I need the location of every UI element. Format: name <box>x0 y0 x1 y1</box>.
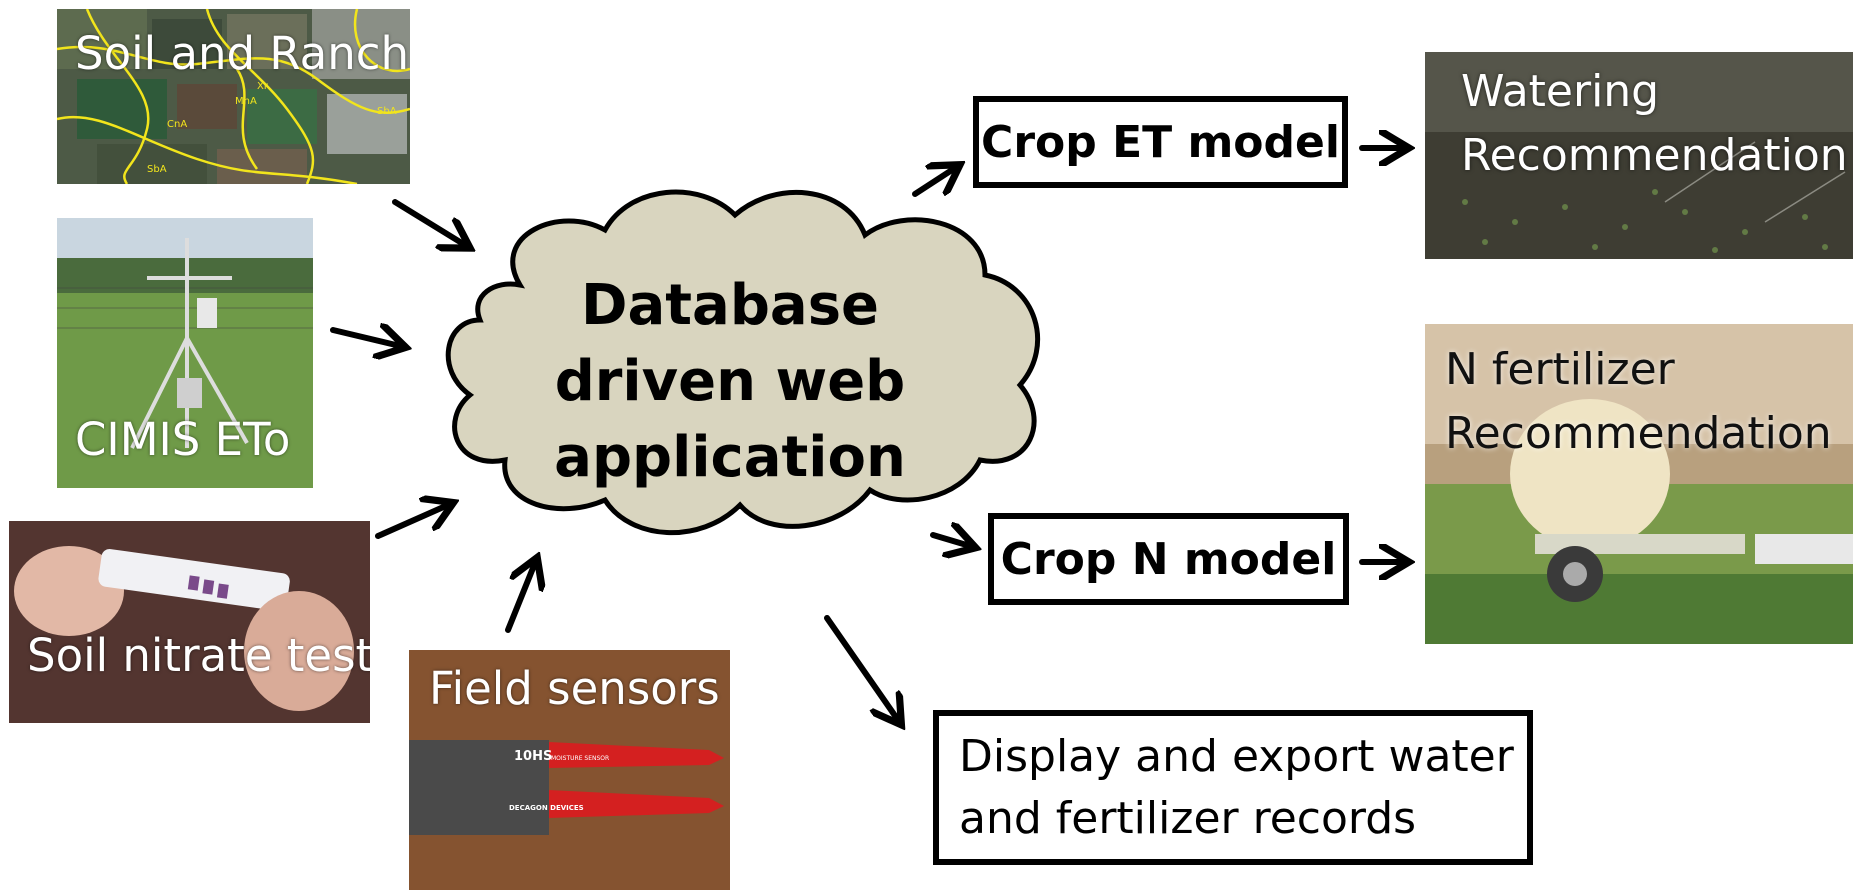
cimis-photo: CIMIS ETo <box>57 218 313 488</box>
cloud-line-2: driven web <box>554 349 906 414</box>
map-label: Xr <box>257 81 269 92</box>
soil-ranch-photo: CnA MnA SbA SbA Xr Soil and Ranch <box>57 9 410 184</box>
cloud-line-3: application <box>554 425 906 490</box>
n-fertilizer-photo: N fertilizer Recommendation <box>1425 324 1853 644</box>
arrow-nitrate-to-db <box>375 505 448 539</box>
soil-nitrate-photo: Soil nitrate test <box>9 521 370 723</box>
arrow-sensors-to-db <box>505 563 535 633</box>
watering-line-1: Watering <box>1461 66 1660 117</box>
arrow-soil-to-db <box>392 199 465 245</box>
map-label: CnA <box>167 119 187 130</box>
arrow-db-to-records <box>824 615 898 720</box>
field-sensors-photo: 10HS MOISTURE SENSOR DECAGON DEVICES Fie… <box>409 650 730 890</box>
cimis-label: CIMIS ETo <box>75 413 291 466</box>
aerial-map-image: CnA MnA SbA SbA Xr <box>57 9 410 184</box>
cloud-line-1: Database <box>580 273 880 338</box>
map-label: SbA <box>147 164 167 175</box>
n-fertilizer-line-2: Recommendation <box>1445 408 1832 459</box>
database-cloud-label: Database driven web application <box>520 268 940 496</box>
sensor-model-text: 10HS <box>514 749 552 764</box>
soil-ranch-label: Soil and Ranch <box>75 27 410 80</box>
fertilizer-tank-image <box>1425 324 1853 644</box>
n-fertilizer-line-1: N fertilizer <box>1445 344 1675 395</box>
n-fertilizer-label: N fertilizer Recommendation <box>1445 338 1832 466</box>
moisture-sensor-image: 10HS MOISTURE SENSOR DECAGON DEVICES <box>409 650 730 890</box>
crop-n-model-box: Crop N model <box>988 513 1349 605</box>
arrow-db-to-crop-et <box>912 168 955 197</box>
map-label: MnA <box>235 96 257 107</box>
arrow-db-to-crop-n <box>930 535 970 546</box>
watering-photo: Watering Recommendation <box>1425 52 1853 259</box>
map-label: SbA <box>377 106 397 117</box>
records-box: Display and export water and fertilizer … <box>933 710 1533 865</box>
crop-et-model-box: Crop ET model <box>973 96 1348 188</box>
watering-line-2: Recommendation <box>1461 130 1848 181</box>
records-line-1: Display and export water <box>959 731 1514 782</box>
nitrate-test-image <box>9 521 370 723</box>
sprinkler-field-image <box>1425 52 1853 259</box>
records-line-2: and fertilizer records <box>959 793 1417 844</box>
weather-station-image <box>57 218 313 488</box>
sensor-brand-text: DECAGON DEVICES <box>509 804 584 812</box>
database-cloud <box>445 189 1040 535</box>
watering-label: Watering Recommendation <box>1461 60 1848 188</box>
sensor-sub-text: MOISTURE SENSOR <box>551 755 609 762</box>
soil-nitrate-label: Soil nitrate test <box>27 629 370 682</box>
arrow-cimis-to-db <box>330 330 400 346</box>
field-sensors-label: Field sensors <box>429 662 720 715</box>
